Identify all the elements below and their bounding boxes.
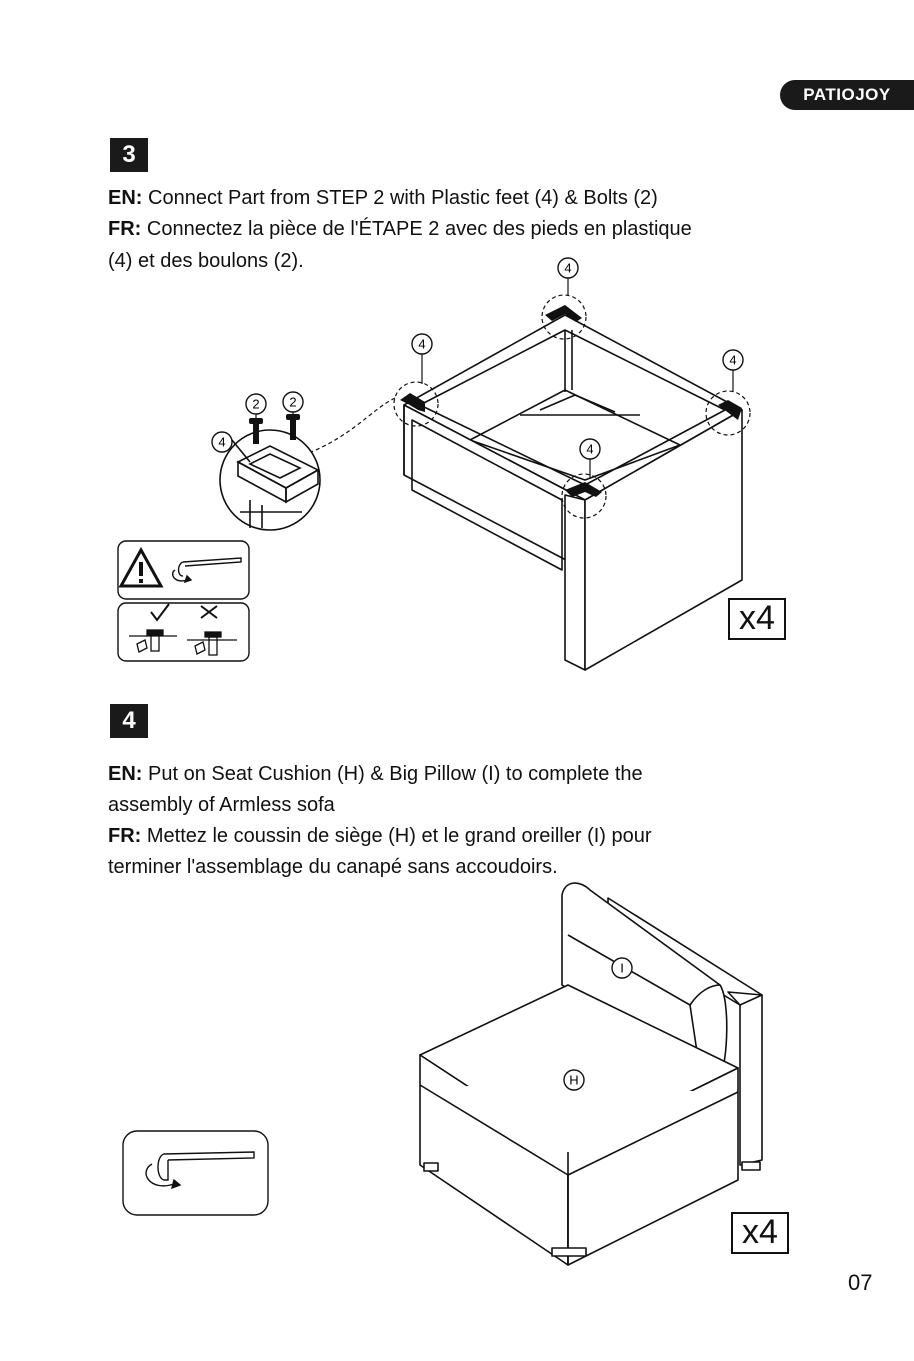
step-3-callout-bolt-2: 2 [282, 391, 304, 413]
allen-key-icon [171, 557, 242, 584]
step-4-number: 4 [110, 704, 148, 738]
en-label: EN: [108, 763, 143, 785]
callout-label-2: 2 [289, 395, 296, 410]
warning-icon [118, 546, 164, 588]
step-4-en-line-2: assembly of Armless sofa [108, 794, 335, 816]
callout-label-2: 2 [252, 397, 259, 412]
fr-label: FR: [108, 825, 142, 847]
step-3-callout-detail-foot: 4 [211, 431, 233, 453]
step-4-en-line-1: EN: Put on Seat Cushion (H) & Big Pillow… [108, 759, 643, 789]
callout-label-4: 4 [218, 435, 225, 450]
step-3-number: 3 [110, 138, 148, 172]
step-3-callout-foot-3: 4 [722, 349, 744, 371]
callout-label-4: 4 [729, 353, 736, 368]
step-4-en-text: Put on Seat Cushion (H) & Big Pillow (I)… [142, 763, 643, 785]
step-4-fr-text: Mettez le coussin de siège (H) et le gra… [141, 825, 652, 847]
step-3-callout-bolt-1: 2 [245, 393, 267, 415]
brand-logo: PATIOJOY [780, 80, 914, 110]
step-3-fr-line-2: (4) et des boulons (2). [108, 250, 304, 272]
step-3-callout-foot-4: 4 [579, 438, 601, 460]
step-4-fr-line-1: FR: Mettez le coussin de siège (H) et le… [108, 821, 652, 851]
check-icon [150, 603, 170, 622]
step-3-fr-line-1: FR: Connectez la pièce de l'ÉTAPE 2 avec… [108, 214, 692, 244]
page-number: 07 [848, 1270, 873, 1295]
fr-label: FR: [108, 218, 142, 240]
step-4-multiplier: x4 [731, 1212, 789, 1254]
cross-icon [200, 605, 218, 619]
step-3-en-text: Connect Part from STEP 2 with Plastic fe… [142, 187, 658, 209]
step-3-fr-text: Connectez la pièce de l'ÉTAPE 2 avec des… [141, 218, 692, 240]
step-3-en-line: EN: Connect Part from STEP 2 with Plasti… [108, 183, 658, 213]
callout-label-i: I [620, 961, 624, 976]
callout-label-4: 4 [418, 337, 425, 352]
callout-label-h: H [569, 1073, 578, 1088]
en-label: EN: [108, 187, 143, 209]
step-4-fr-line-2: terminer l'assemblage du canapé sans acc… [108, 856, 558, 878]
warning-tool-box [117, 540, 250, 662]
step-3-frame-diagram [219, 276, 751, 671]
step-4-callout-pillow: I [611, 957, 633, 979]
step-4-callout-cushion: H [563, 1069, 585, 1091]
allen-key-icon [145, 1151, 255, 1190]
step-3-callout-foot-1: 4 [557, 257, 579, 279]
callout-label-4: 4 [586, 442, 593, 457]
callout-label-4: 4 [564, 261, 571, 276]
allen-key-box [122, 1130, 269, 1216]
step-3-callout-foot-2: 4 [411, 333, 433, 355]
step-3-multiplier: x4 [728, 598, 786, 640]
